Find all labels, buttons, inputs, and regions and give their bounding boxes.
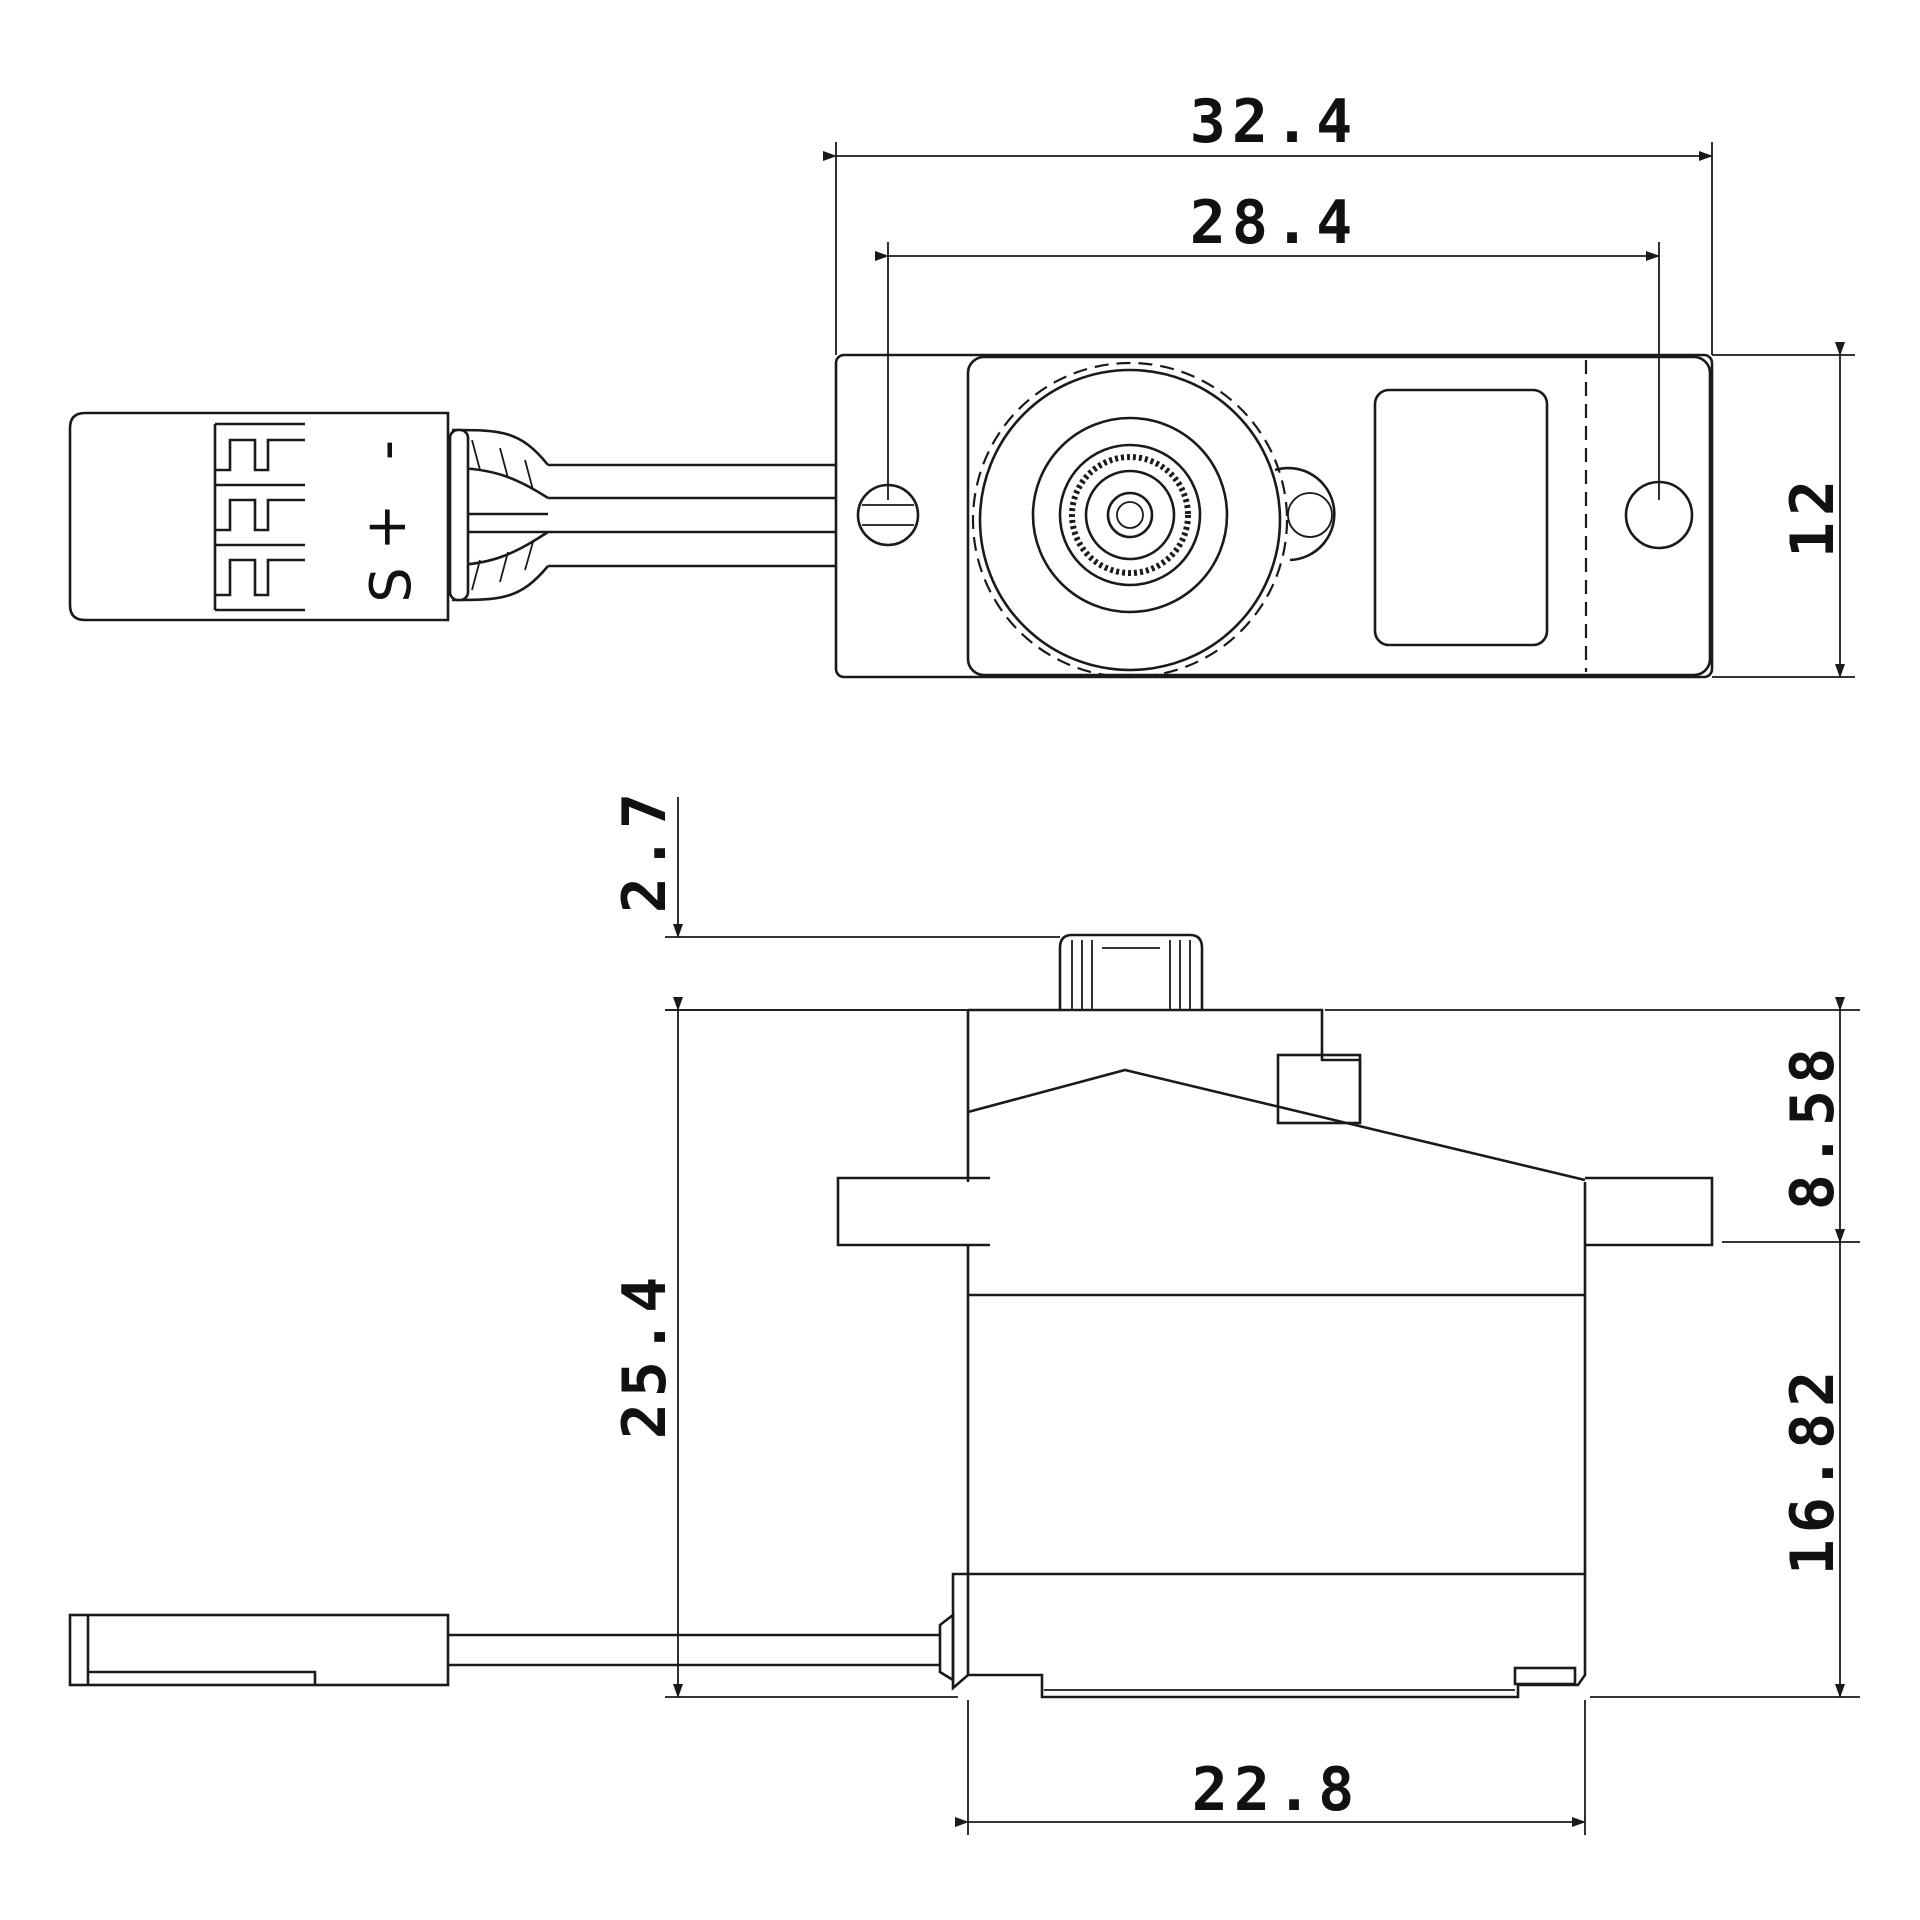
- dim-body-width-label: 22.8: [1192, 1755, 1361, 1825]
- dim-body-width: 22.8: [955, 1700, 1586, 1835]
- side-gear-housing: [966, 1008, 1587, 1245]
- gear-housing: [971, 361, 1289, 679]
- mount-hole-left: [856, 483, 920, 547]
- output-spline: [1031, 416, 1229, 614]
- dim-mount-hole-spacing: 28.4: [875, 188, 1660, 261]
- dim-depth: 12: [1712, 342, 1855, 678]
- pin-positive-label: +: [354, 504, 419, 551]
- dim-total-height-label: 25.4: [610, 1271, 680, 1440]
- dim-spline-height: 2.7: [610, 787, 1060, 1011]
- side-bottom-cover: [951, 1572, 1587, 1699]
- dim-upper-height-label: 8.58: [1778, 1042, 1848, 1211]
- connector-side: [68, 1613, 450, 1687]
- side-spline: [1058, 933, 1204, 1010]
- side-view: 2.7 25.4: [68, 787, 1860, 1835]
- side-flange: [836, 1176, 1714, 1247]
- dim-mount-hole-spacing-label: 28.4: [1190, 188, 1359, 258]
- label-plate: [1373, 388, 1549, 647]
- top-view: 32.4 28.4: [68, 87, 1855, 679]
- dim-depth-label: 12: [1778, 474, 1848, 558]
- dim-spline-height-label: 2.7: [610, 787, 680, 913]
- dim-overall-width-label: 32.4: [1190, 87, 1359, 157]
- top-flange: [834, 353, 1714, 679]
- servo-cable-side: [448, 1612, 955, 1683]
- dim-total-height: 25.4: [610, 997, 968, 1698]
- dim-lower-height: 16.82: [1590, 1229, 1860, 1698]
- pin-signal-label: S: [359, 567, 424, 603]
- dim-lower-height-label: 16.82: [1778, 1365, 1848, 1576]
- dim-upper-height: 8.58: [1325, 997, 1860, 1243]
- pin-negative-label: -: [354, 440, 419, 460]
- servo-cable-top: [448, 428, 836, 602]
- dim-overall-width: 32.4: [823, 87, 1713, 161]
- side-case: [966, 1245, 1587, 1574]
- mount-hole-right: [1624, 480, 1694, 550]
- top-body: [966, 355, 1712, 677]
- connector-top: - + S: [68, 411, 450, 622]
